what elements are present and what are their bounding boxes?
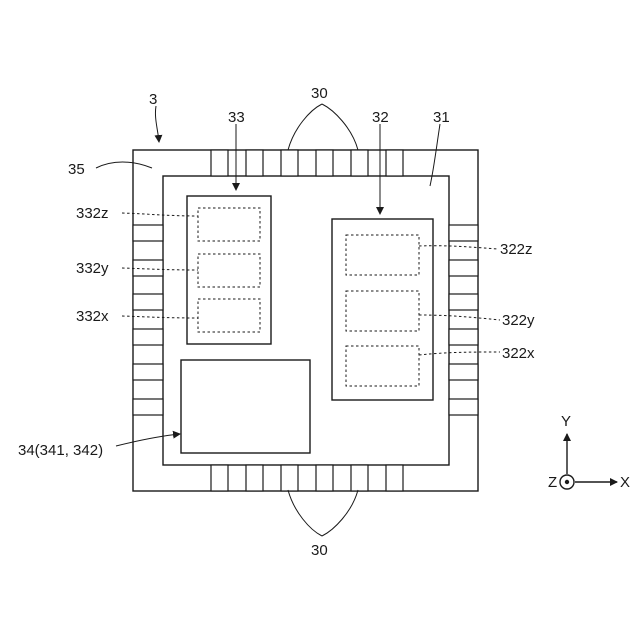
terminal-top-6 xyxy=(386,150,403,176)
axis-label-z: Z xyxy=(548,474,557,491)
sensor-33 xyxy=(187,196,271,344)
z-axis-dot xyxy=(565,480,569,484)
terminal-right-3 xyxy=(449,294,478,310)
terminal-bottom-6 xyxy=(386,465,403,491)
terminal-right-2 xyxy=(449,260,478,276)
terminal-right-4 xyxy=(449,329,478,345)
leader-3 xyxy=(155,106,159,142)
terminal-left-2 xyxy=(133,260,163,276)
chip-34 xyxy=(181,360,310,453)
label-35: 35 xyxy=(68,161,85,178)
label-34: 34(341, 342) xyxy=(18,442,103,459)
terminal-bottom-1 xyxy=(211,465,228,491)
terminal-top-3 xyxy=(281,150,298,176)
terminal-right-5 xyxy=(449,364,478,380)
label-322x: 322x xyxy=(502,345,535,362)
label-322y: 322y xyxy=(502,312,535,329)
terminal-top-5 xyxy=(351,150,368,176)
terminal-left-5 xyxy=(133,364,163,380)
terminal-left-4 xyxy=(133,329,163,345)
terminal-right-1 xyxy=(449,225,478,241)
terminal-bottom-2 xyxy=(246,465,263,491)
leader-30-bottom-b xyxy=(322,490,358,536)
label-332x: 332x xyxy=(76,308,109,325)
label-33: 33 xyxy=(228,109,245,126)
terminal-top-4 xyxy=(316,150,333,176)
terminal-top-2 xyxy=(246,150,263,176)
sensor-32 xyxy=(332,219,433,400)
label-332z: 332z xyxy=(76,205,109,222)
terminal-bottom-3 xyxy=(281,465,298,491)
terminal-top-1 xyxy=(211,150,228,176)
label-30-top: 30 xyxy=(311,85,328,102)
leader-30-top-a xyxy=(288,104,322,150)
terminal-bottom-5 xyxy=(351,465,368,491)
terminal-bottom-4 xyxy=(316,465,333,491)
terminal-left-6 xyxy=(133,399,163,415)
label-3: 3 xyxy=(149,91,157,108)
label-32: 32 xyxy=(372,109,389,126)
label-322z: 322z xyxy=(500,241,533,258)
terminal-right-6 xyxy=(449,399,478,415)
leader-30-bottom-a xyxy=(288,490,322,536)
label-332y: 332y xyxy=(76,260,109,277)
terminal-left-1 xyxy=(133,225,163,241)
terminal-left-3 xyxy=(133,294,163,310)
label-30-bottom: 30 xyxy=(311,542,328,559)
leader-30-top-b xyxy=(322,104,358,150)
axis-label-y: Y xyxy=(561,413,571,430)
axis-label-x: X xyxy=(620,474,630,491)
label-31: 31 xyxy=(433,109,450,126)
